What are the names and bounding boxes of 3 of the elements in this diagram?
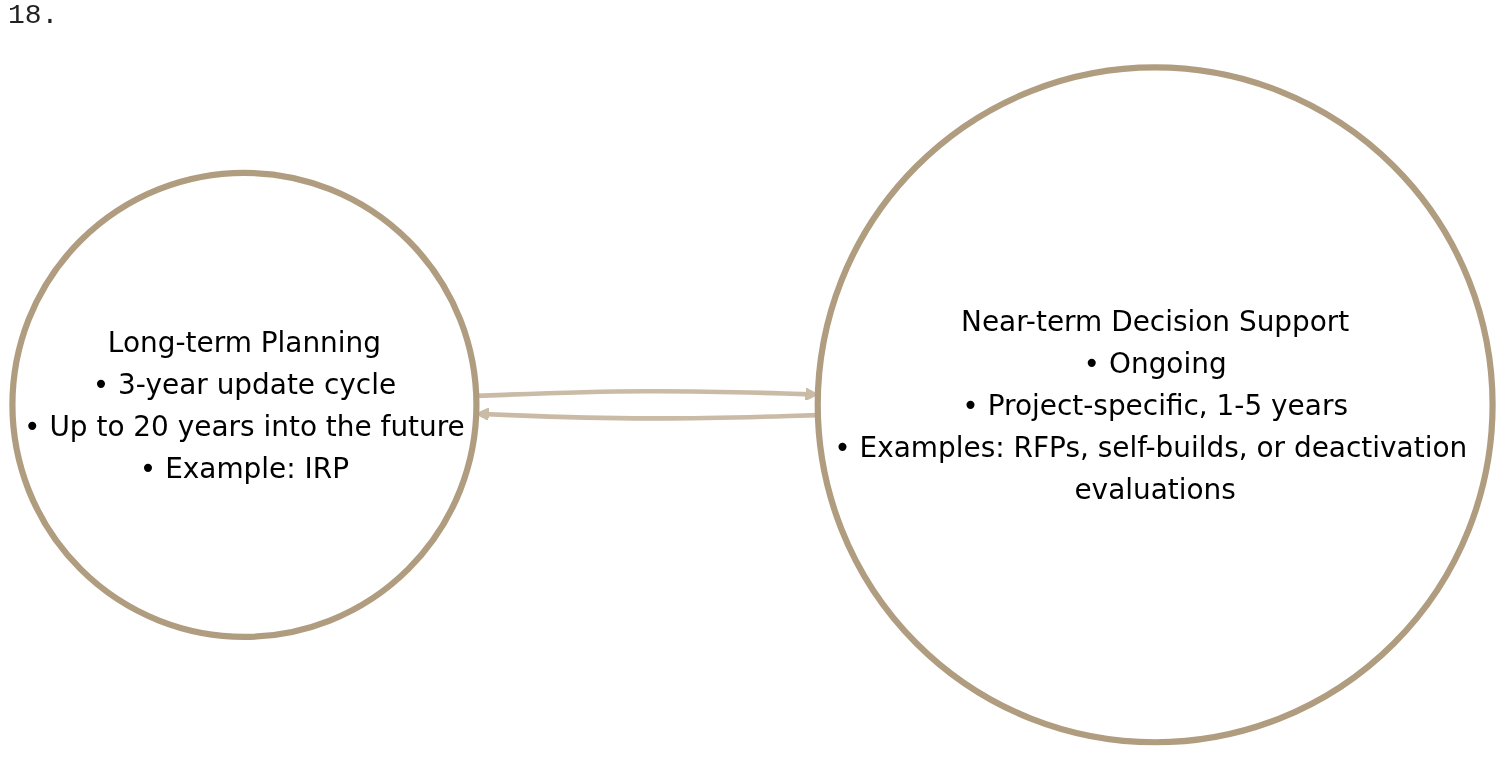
figure-number: 18. xyxy=(8,0,59,31)
node-circle: Long-term Planning • 3-year update cycle • Up to 20 years into the future • Example: IRP xyxy=(9,169,480,641)
node-circle: Near-term Decision Support • Ongoing • Project-specific, 1-5 years • Examples: RFPs, self-builds, or deactivation evaluations xyxy=(814,64,1496,746)
